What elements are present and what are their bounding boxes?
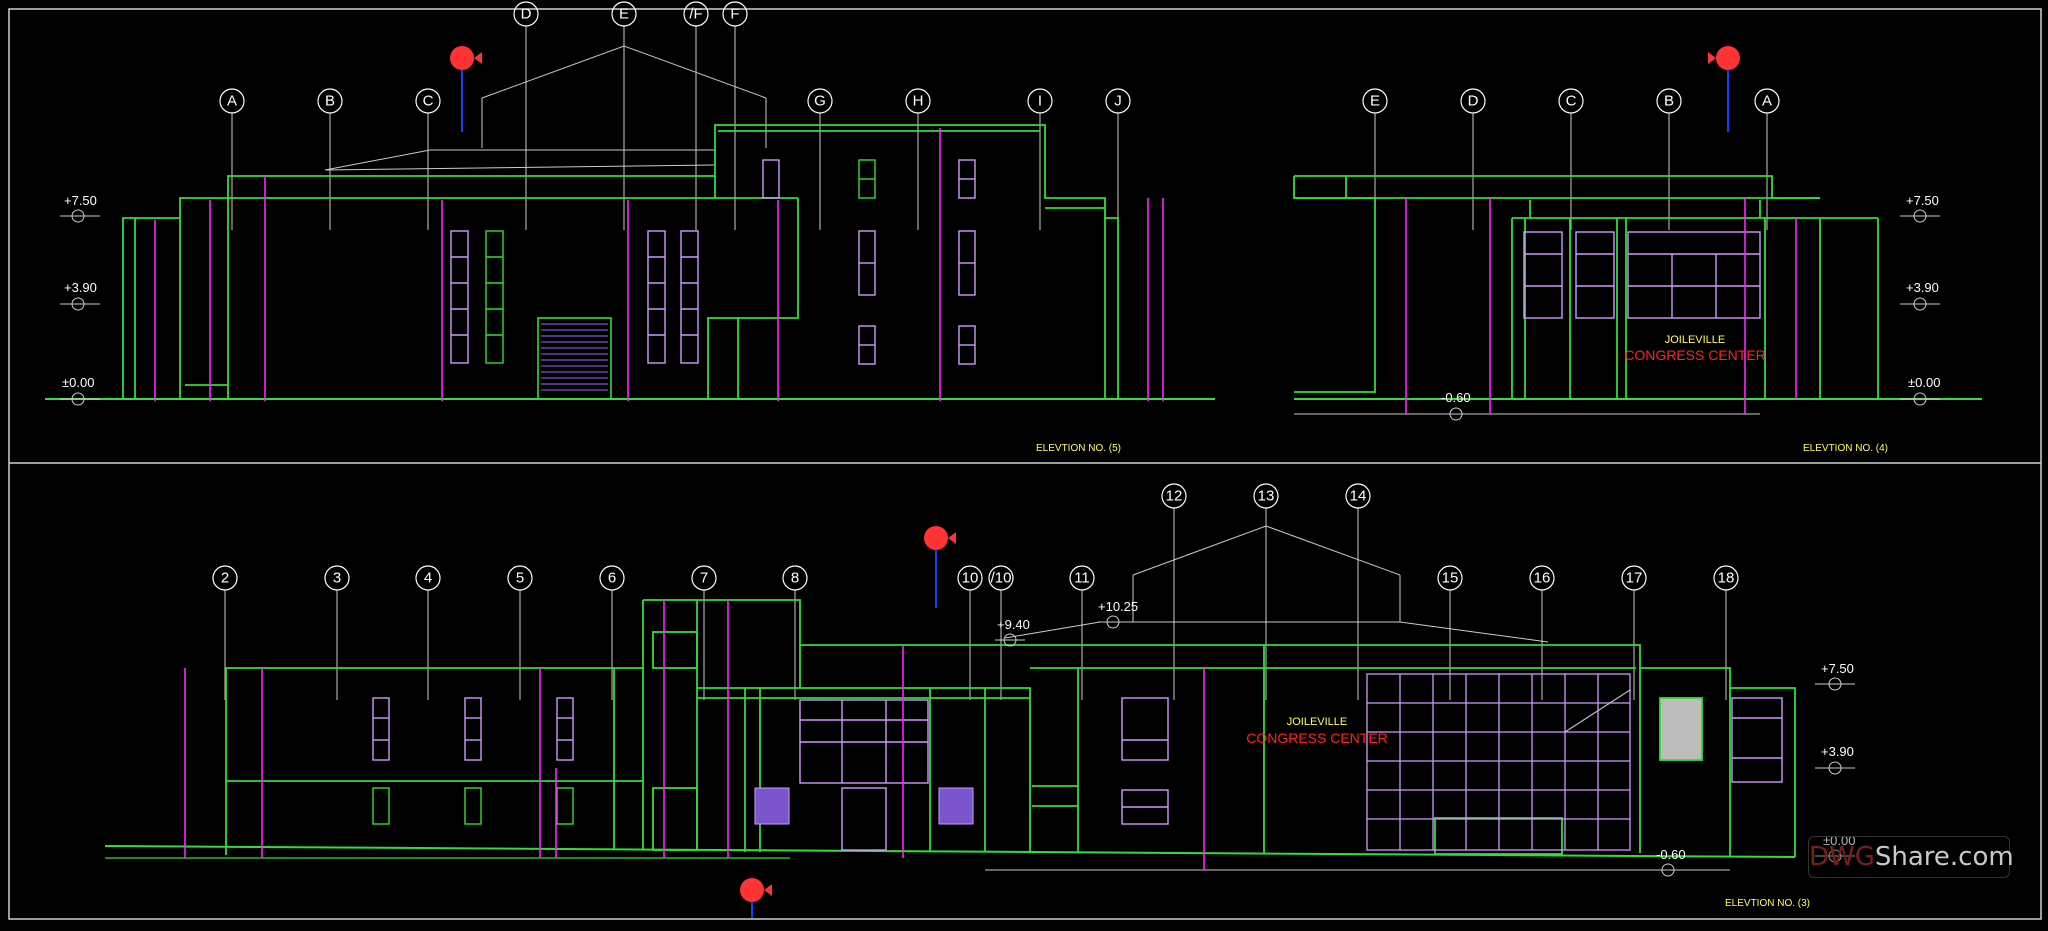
grid-axis-label: H (913, 93, 924, 110)
level-label: -0.60 (1656, 847, 1686, 862)
sign-line-1: JOILEVILLE (1287, 716, 1348, 728)
level-label: +7.50 (1906, 193, 1939, 208)
grid-axis-label: 4 (424, 570, 432, 587)
watermark-suffix: Share.com (1874, 842, 2014, 872)
elevation-caption: ELEVTION NO. (5) (1036, 443, 1121, 454)
level-label: ±0.00 (1908, 375, 1940, 390)
grid-axis-label: 16 (1534, 570, 1551, 587)
grid-axis-label: 8 (791, 570, 799, 587)
section-marker (924, 526, 956, 608)
grid-axis-label: C (1566, 93, 1577, 110)
grid-axis-label: A (227, 93, 237, 110)
grid-axis-label: D (1468, 93, 1479, 110)
elevation-3: JOILEVILLE CONGRESS CENTER +7.50 +3.90 ±… (104, 483, 1855, 918)
grid-axis-label: 14 (1350, 488, 1367, 505)
elevation-caption: ELEVTION NO. (4) (1803, 443, 1888, 454)
level-label: ±0.00 (62, 375, 94, 390)
garage-door (537, 317, 612, 400)
grid-axis-label: 18 (1718, 570, 1735, 587)
section-marker (740, 878, 772, 918)
curtain-wall (1366, 673, 1631, 851)
congress-sign: JOILEVILLE CONGRESS CENTER (1624, 334, 1766, 363)
watermark: DWGShare.com (1808, 836, 2014, 878)
grid-axis-label: 5 (516, 570, 524, 587)
grid-axis-label: 12 (1166, 488, 1183, 505)
elevation-caption: ELEVTION NO. (3) (1725, 898, 1810, 909)
sign-line-1: JOILEVILLE (1665, 334, 1726, 346)
level-label: +9.40 (997, 617, 1030, 632)
grid-axis-label: I (1038, 93, 1042, 110)
watermark-prefix: DWG (1809, 842, 1875, 872)
section-marker (1708, 46, 1740, 132)
grid-axis-label: /F (689, 6, 702, 23)
sign-line-2: CONGRESS CENTER (1246, 730, 1388, 746)
grid-axis-label: G (814, 93, 826, 110)
congress-sign: JOILEVILLE CONGRESS CENTER (1246, 716, 1388, 746)
grid-axis-label: 11 (1074, 570, 1090, 587)
level-label: +10.25 (1098, 599, 1138, 614)
section-marker (450, 46, 482, 132)
grid-axis-label: A (1762, 93, 1772, 110)
grid-axis-label: 17 (1626, 570, 1643, 587)
grid-axis-label: E (1370, 93, 1380, 110)
level-label: +3.90 (1906, 280, 1939, 295)
drawing-frame (8, 8, 2042, 920)
grid-axis-label: B (325, 93, 335, 110)
grid-axis-label: 10 (962, 570, 979, 587)
elevation-4: JOILEVILLE CONGRESS CENTER +7.50 +3.90 ±… (1293, 46, 1982, 454)
grid-axis-label: 15 (1442, 570, 1459, 587)
grid-axis-label: /10 (991, 570, 1012, 587)
grid-axis-label: D (521, 6, 532, 23)
grid-axis-label: E (619, 6, 629, 23)
grid-axis-label: 13 (1258, 488, 1275, 505)
level-label: +3.90 (64, 280, 97, 295)
grid-axis-label: 2 (221, 570, 229, 587)
grid-axis-label: J (1114, 93, 1122, 110)
louver-panel (754, 787, 974, 825)
grid-axis-label: 7 (700, 570, 708, 587)
level-label: +7.50 (64, 193, 97, 208)
elevation-5: +7.50 +3.90 ±0.00 A B C D E /F F G H I J… (45, 1, 1215, 454)
grid-axis-label: F (730, 6, 739, 23)
grid-axis-label: 6 (608, 570, 616, 587)
sign-line-2: CONGRESS CENTER (1624, 347, 1766, 363)
level-label: +7.50 (1821, 661, 1854, 676)
grid-axis-label: B (1664, 93, 1674, 110)
grid-axis-label: C (423, 93, 434, 110)
grid-axis-label: 3 (333, 570, 341, 587)
level-label: -0.60 (1441, 390, 1471, 405)
level-label: +3.90 (1821, 744, 1854, 759)
